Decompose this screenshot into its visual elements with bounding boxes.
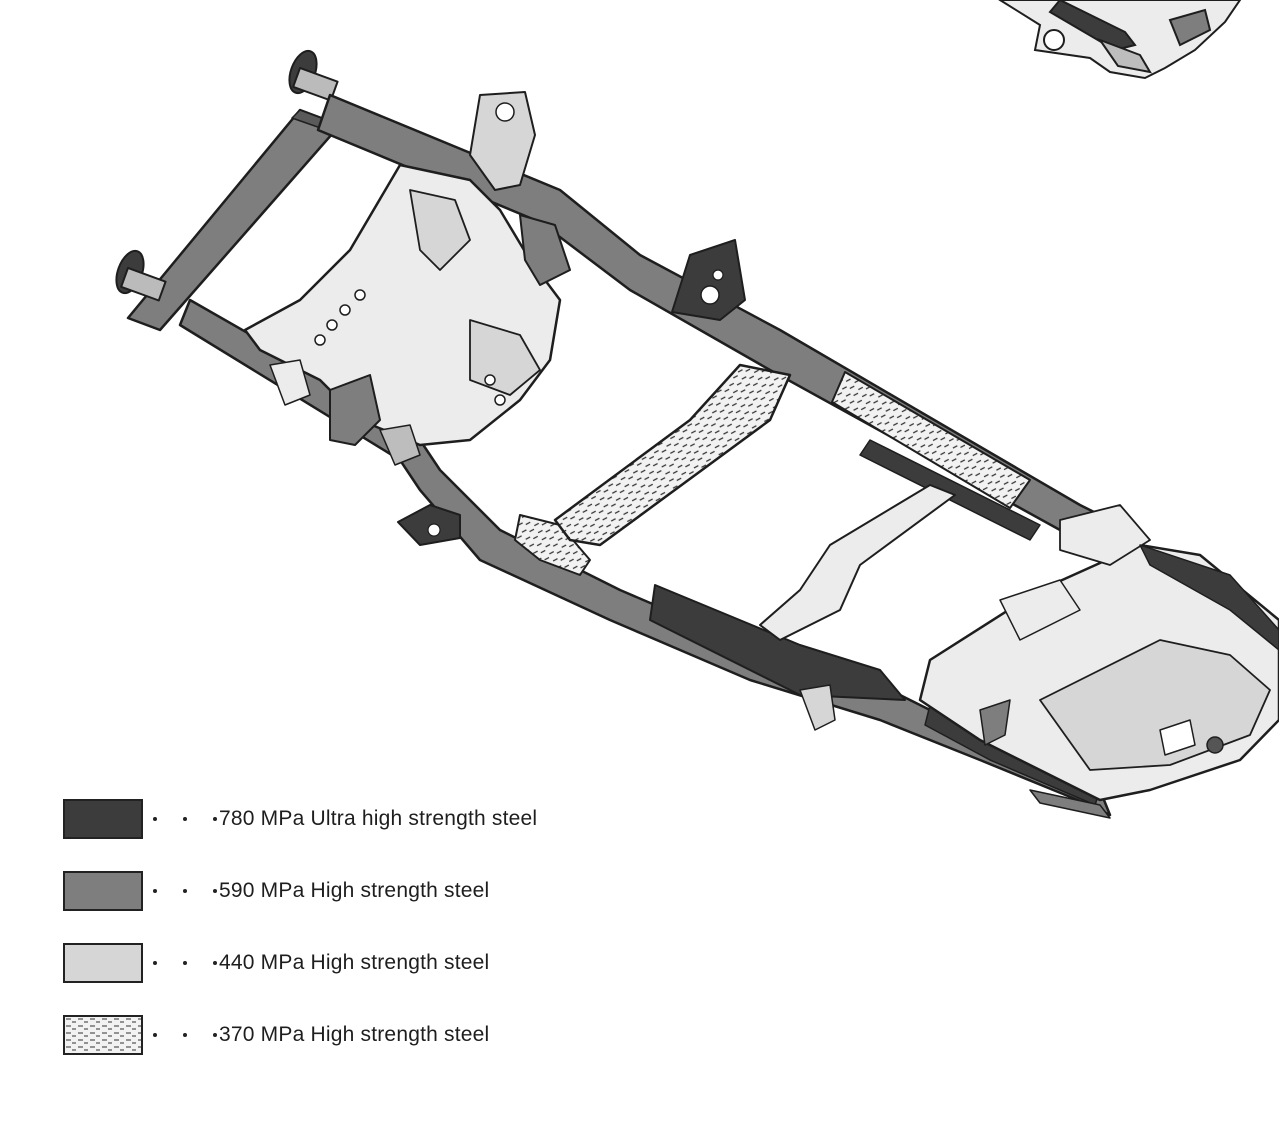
front-upper-bracket [469,91,536,191]
front-mount-left [115,49,339,302]
legend-label-370: 370 MPa High strength steel [219,1023,490,1046]
ladder-frame [115,49,1279,819]
legend-swatch-440 [63,943,143,983]
legend-leader-dots [153,817,217,821]
partial-frame-top-right [998,0,1242,80]
center-crossmember [759,484,956,641]
legend-leader-dots [153,1033,217,1037]
legend-leader-dots [153,889,217,893]
legend-leader-dots [153,961,217,965]
legend-label-590: 590 MPa High strength steel [219,879,490,902]
legend-label-780: 780 MPa Ultra high strength steel [219,807,538,830]
legend-item-590: 590 MPa High strength steel [63,870,663,912]
legend: 780 MPa Ultra high strength steel 590 MP… [63,798,663,1086]
upper-rail-370-section [831,371,1031,509]
legend-label-440: 440 MPa High strength steel [219,951,490,974]
lower-rail-780-section [649,584,906,701]
middle-crossmember-370 [553,363,792,547]
legend-item-370: 370 MPa High strength steel [63,1014,663,1056]
legend-swatch-370 [63,1015,143,1055]
legend-swatch-590 [63,871,143,911]
body-mount-2 [397,504,461,546]
legend-item-440: 440 MPa High strength steel [63,942,663,984]
legend-swatch-780 [63,799,143,839]
legend-item-780: 780 MPa Ultra high strength steel [63,798,663,840]
body-mount-1 [671,239,746,321]
